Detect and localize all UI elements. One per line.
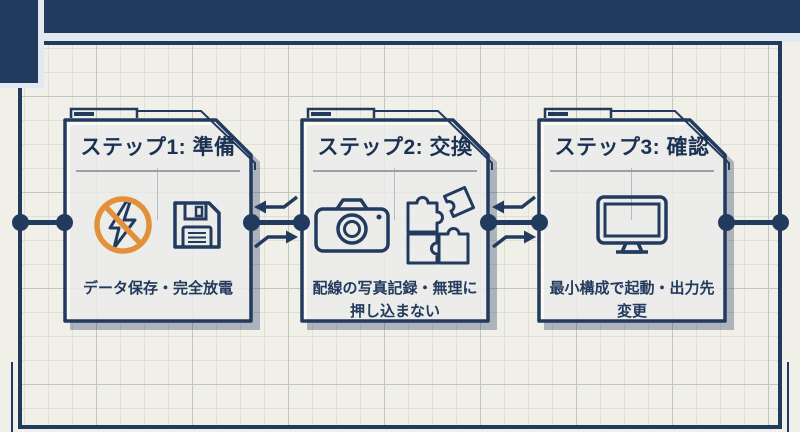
connector-dot	[772, 214, 789, 231]
save-floppy-icon	[173, 201, 221, 249]
no-power-icon	[94, 196, 152, 254]
connector-line-right-edge	[726, 220, 780, 225]
step-3-title: ステップ3: 確認	[554, 136, 710, 159]
step-3-card: ステップ3: 確認 最小構成で起動・出力先変更	[537, 107, 734, 330]
step-2-description: 配線の写真記録・無理に押し込まない	[312, 280, 478, 320]
card-center-tick	[157, 168, 158, 220]
step-1-card: ステップ1: 準備 データ保存・完全放電	[63, 107, 260, 330]
corner-accent-block	[0, 0, 44, 88]
title-separator	[76, 170, 240, 172]
step-2-title: ステップ2: 交換	[317, 136, 473, 159]
connector-dot	[718, 214, 735, 231]
monitor-icon	[596, 195, 668, 254]
grid-frame-border	[18, 41, 782, 429]
puzzle-icon	[406, 185, 476, 265]
title-separator	[313, 170, 477, 172]
connector-dot	[293, 214, 310, 231]
card-center-tick	[394, 168, 395, 220]
swap-arrows-step2-step3	[491, 195, 536, 249]
paper-margin-left	[0, 0, 18, 432]
camera-icon	[314, 198, 390, 253]
step-2-card: ステップ2: 交換 配線の写	[300, 107, 497, 330]
step-3-description: 最小構成で起動・出力先変更	[549, 280, 715, 320]
bottom-right-accent-line	[787, 362, 789, 432]
title-separator	[550, 170, 714, 172]
connector-line-step1-step2	[251, 220, 301, 225]
top-navy-band	[0, 0, 800, 33]
connector-dot	[243, 214, 260, 231]
connector-line-left-edge	[20, 220, 64, 225]
connector-dot	[480, 214, 497, 231]
connector-dot	[56, 214, 73, 231]
connector-dot	[531, 214, 548, 231]
step-1-description: データ保存・完全放電	[82, 280, 233, 297]
top-highlight-band	[0, 33, 800, 42]
swap-arrows-step1-step2	[253, 195, 299, 249]
bottom-left-accent-line	[11, 362, 13, 432]
connector-dot	[12, 214, 29, 231]
paper-margin-bottom	[0, 429, 800, 432]
paper-margin-right	[782, 0, 800, 432]
step-1-title: ステップ1: 準備	[80, 136, 236, 159]
card-center-tick	[631, 168, 632, 220]
connector-line-step2-step3	[488, 220, 539, 225]
